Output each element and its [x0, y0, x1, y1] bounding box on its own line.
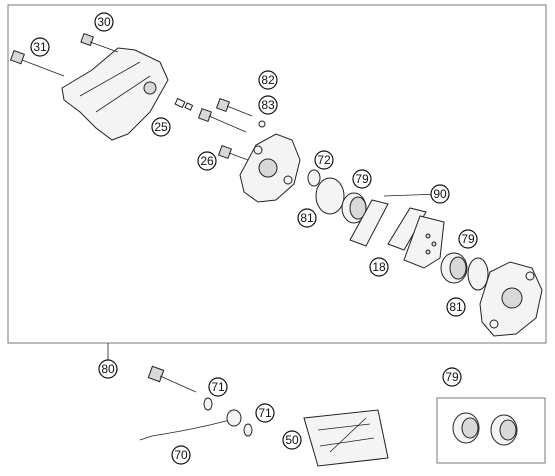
svg-text:83: 83: [261, 98, 275, 112]
spring-plate-18: [403, 215, 445, 269]
svg-text:72: 72: [317, 153, 331, 167]
callout-18: 18: [369, 257, 389, 277]
svg-text:50: 50: [285, 433, 299, 447]
washer-71-right: [243, 423, 253, 437]
callout-25: 25: [151, 117, 171, 137]
callout-31: 31: [30, 37, 50, 57]
svg-text:81: 81: [449, 300, 463, 314]
svg-text:30: 30: [97, 15, 111, 29]
callout-72: 72: [314, 150, 334, 170]
svg-text:70: 70: [174, 448, 188, 462]
svg-text:18: 18: [372, 260, 386, 274]
piston-79-lower: [440, 252, 468, 284]
brake-pads-90: [349, 193, 441, 251]
callout-80: 80: [98, 359, 118, 379]
bolt-30: [80, 32, 119, 53]
svg-text:79: 79: [445, 370, 459, 384]
svg-text:80: 80: [101, 362, 115, 376]
banjo-bolt: [147, 365, 197, 393]
callout-79-lower: 79: [458, 229, 478, 249]
assembly-frame: [7, 4, 547, 344]
pins-25: [174, 97, 194, 111]
callout-71-right: 71: [255, 403, 275, 423]
callout-90: 90: [430, 184, 450, 204]
brake-hose-70: [139, 409, 242, 441]
callout-79-upper: 79: [352, 169, 372, 189]
washer-71-left: [203, 397, 213, 411]
svg-text:82: 82: [261, 73, 275, 87]
kit-frame: [436, 397, 546, 464]
svg-text:71: 71: [258, 406, 272, 420]
callout-81-upper: 81: [297, 208, 317, 228]
svg-text:79: 79: [461, 232, 475, 246]
seal-72: [307, 169, 321, 187]
svg-text:26: 26: [200, 154, 214, 168]
caliper-half-left: [239, 133, 301, 203]
svg-text:31: 31: [33, 40, 47, 54]
piston-kit-79: [452, 412, 518, 446]
caliper-bracket: [61, 47, 169, 141]
callout-50: 50: [282, 430, 302, 450]
callout-30: 30: [94, 12, 114, 32]
seal-ring-81-lower: [467, 257, 489, 291]
piston-79-upper: [341, 192, 367, 224]
svg-text:71: 71: [211, 380, 225, 394]
seal-ring-81-upper: [315, 177, 345, 215]
callout-83: 83: [258, 95, 278, 115]
svg-text:90: 90: [433, 187, 447, 201]
svg-text:79: 79: [355, 172, 369, 186]
bolts-82: [197, 97, 253, 133]
callout-81-lower: 81: [446, 297, 466, 317]
callout-26: 26: [197, 151, 217, 171]
bolt-26: [217, 144, 249, 161]
callout-82: 82: [258, 70, 278, 90]
caliper-half-right: [479, 261, 543, 337]
bolt-31: [9, 49, 65, 77]
callout-79-kit: 79: [442, 367, 462, 387]
svg-text:25: 25: [154, 120, 168, 134]
callout-71-left: 71: [208, 377, 228, 397]
callout-70: 70: [171, 445, 191, 465]
svg-text:81: 81: [300, 211, 314, 225]
pad-kit-50: [303, 409, 389, 467]
washer-83: [258, 120, 266, 128]
